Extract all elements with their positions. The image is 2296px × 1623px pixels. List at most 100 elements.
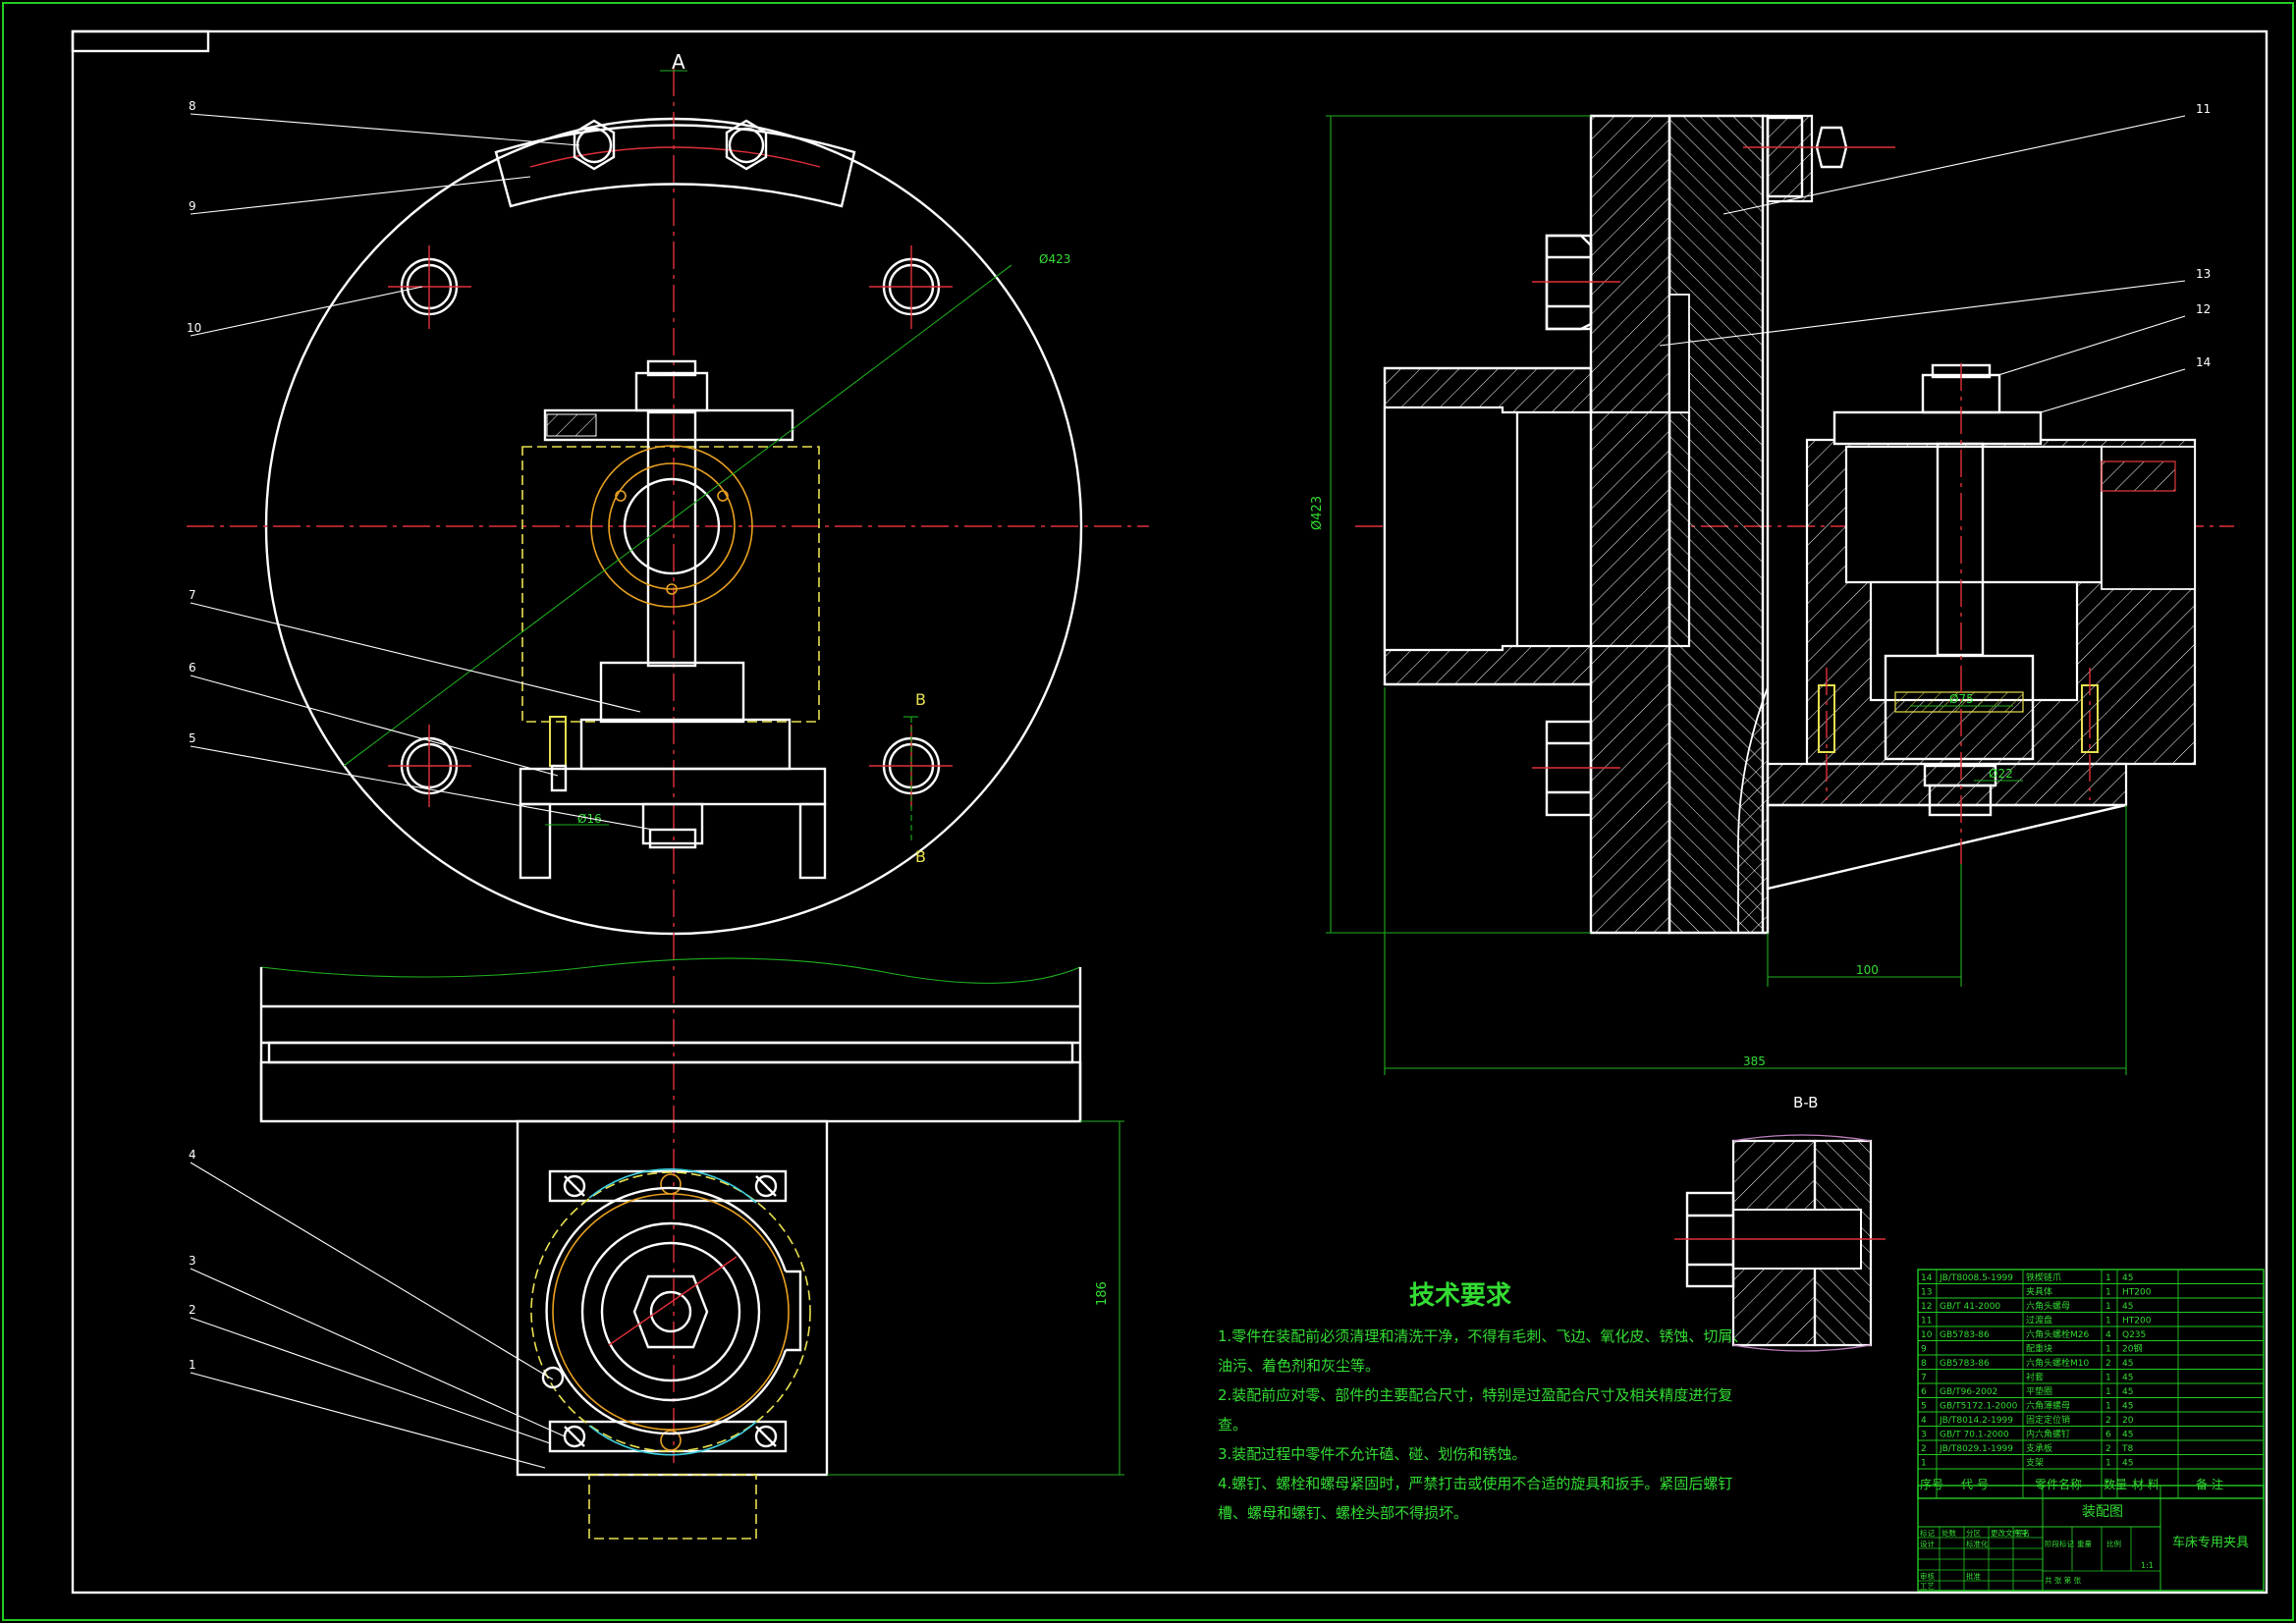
parts-cell: 固定定位销 bbox=[2026, 1414, 2070, 1426]
balloon-2: 2 bbox=[189, 1303, 196, 1317]
parts-cell: 8 bbox=[1921, 1359, 1927, 1369]
tech-line-5: 3.装配过程中零件不允许磕、碰、划伤和锈蚀。 bbox=[1218, 1445, 1526, 1463]
balloon-11: 11 bbox=[2196, 102, 2211, 116]
parts-cell: 4 bbox=[2105, 1330, 2111, 1340]
parts-cell: 2 bbox=[2105, 1416, 2111, 1426]
parts-cell: 夹具体 bbox=[2026, 1286, 2052, 1298]
dim-385: 385 bbox=[1743, 1055, 1766, 1068]
parts-cell: GB/T96-2002 bbox=[1940, 1387, 1997, 1397]
parts-table-frame bbox=[1917, 1269, 2265, 1499]
balloon-10: 10 bbox=[187, 321, 201, 335]
title-label: 签名 bbox=[2015, 1528, 2030, 1538]
tech-requirements: 技术要求 1.零件在装配前必须清理和清洗干净，不得有毛刺、飞边、氧化皮、锈蚀、切… bbox=[1218, 1281, 1747, 1522]
parts-cell: GB/T5172.1-2000 bbox=[1940, 1402, 2018, 1412]
parts-cell: 1 bbox=[2105, 1273, 2111, 1283]
parts-cell: JB/T8008.5-1999 bbox=[1939, 1273, 2013, 1283]
parts-cell: 4 bbox=[1921, 1416, 1927, 1426]
dim-phi22: Ø22 bbox=[1989, 767, 2013, 781]
tech-line-4: 查。 bbox=[1218, 1416, 1247, 1434]
title-label: 处数 bbox=[1941, 1528, 1957, 1538]
section-mark-b-top: B bbox=[915, 690, 926, 709]
parts-cell: 20钢 bbox=[2122, 1343, 2142, 1355]
balloon-1: 1 bbox=[189, 1358, 196, 1372]
parts-cell: 1 bbox=[2105, 1302, 2111, 1312]
section-mark-a: A bbox=[672, 50, 685, 74]
parts-cell: 45 bbox=[2122, 1459, 2133, 1469]
counterweight-bolt bbox=[573, 119, 768, 171]
parts-cell: 六角头螺栓M26 bbox=[2026, 1328, 2089, 1340]
title-label: 阶段标记 bbox=[2045, 1539, 2074, 1548]
front-view: Ø423 Ø16 A B B bbox=[187, 50, 1149, 1463]
parts-cell: 45 bbox=[2122, 1387, 2133, 1397]
scale: 1:1 bbox=[2141, 1561, 2154, 1570]
parts-cell: 10 bbox=[1921, 1330, 1933, 1340]
title-label: 分区 bbox=[1966, 1529, 1982, 1538]
section-bb: B-B bbox=[1674, 1094, 1886, 1352]
parts-cell: 1 bbox=[2105, 1459, 2111, 1469]
balloon-7: 7 bbox=[189, 588, 196, 602]
parts-cell: 20 bbox=[2122, 1416, 2134, 1426]
parts-cell: 45 bbox=[2122, 1302, 2133, 1312]
parts-cell: 铁楔链爪 bbox=[2026, 1271, 2061, 1283]
parts-cell: 45 bbox=[2122, 1431, 2133, 1440]
section-mark-b-bottom: B bbox=[915, 847, 926, 866]
parts-cell: 支承板 bbox=[2026, 1442, 2052, 1454]
dim-100: 100 bbox=[1856, 963, 1879, 977]
title-label: 更改文件号 bbox=[1991, 1528, 2028, 1538]
tech-line-6: 4.螺钉、螺栓和螺母紧固时，严禁打击或使用不合适的旋具和扳手。紧固后螺钉 bbox=[1218, 1475, 1732, 1492]
parts-cell: 六角头螺母 bbox=[2026, 1300, 2070, 1312]
title-label: 共 张 第 张 bbox=[2045, 1575, 2082, 1585]
title-block: 装配图车床专用夹具1:1标记处数分区更改文件号签名设计标准化阶段标记重量比例审核… bbox=[1917, 1485, 2265, 1592]
parts-cell: T8 bbox=[2121, 1444, 2133, 1454]
title-label: 标记 bbox=[1920, 1528, 1936, 1538]
parts-cell: 过渡盘 bbox=[2026, 1315, 2052, 1326]
parts-cell: 6 bbox=[1921, 1387, 1927, 1397]
balloon-5: 5 bbox=[189, 731, 196, 745]
side-section-view: Ø423 Ø75 Ø22 100 385 11 13 12 14 bbox=[1310, 102, 2234, 1075]
parts-cell: GB5783-86 bbox=[1940, 1330, 1990, 1340]
section-mark-bb: B-B bbox=[1793, 1094, 1818, 1111]
parts-cell: 45 bbox=[2122, 1273, 2133, 1283]
tech-requirements-title: 技术要求 bbox=[1409, 1281, 1511, 1311]
parts-cell: 1 bbox=[2105, 1288, 2111, 1298]
dim-phi423-side: Ø423 bbox=[1310, 496, 1325, 530]
dim-phi16: Ø16 bbox=[577, 812, 602, 826]
parts-cell: 45 bbox=[2122, 1374, 2133, 1383]
parts-cell: GB/T 70.1-2000 bbox=[1940, 1431, 2009, 1440]
bed-view: 186 bbox=[259, 957, 1124, 1540]
parts-cell: 平垫圈 bbox=[2026, 1385, 2052, 1397]
parts-cell: 6 bbox=[2105, 1431, 2111, 1440]
balloon-14: 14 bbox=[2196, 355, 2211, 369]
parts-cell: JB/T8029.1-1999 bbox=[1939, 1444, 2013, 1454]
parts-cell: 14 bbox=[1921, 1273, 1933, 1283]
parts-cell: 13 bbox=[1921, 1288, 1932, 1298]
parts-cell: 2 bbox=[1921, 1444, 1927, 1454]
parts-cell: 7 bbox=[1921, 1374, 1927, 1383]
parts-cell: 11 bbox=[1921, 1317, 1932, 1326]
parts-cell: 六角薄螺母 bbox=[2026, 1400, 2070, 1412]
parts-cell: 45 bbox=[2122, 1402, 2133, 1412]
drawing-name: 装配图 bbox=[2082, 1504, 2123, 1520]
tech-line-2: 油污、着色剂和灰尘等。 bbox=[1218, 1357, 1380, 1375]
clamp-assembly bbox=[519, 359, 827, 880]
parts-cell: 1 bbox=[2105, 1317, 2111, 1326]
parts-cell: GB/T 41-2000 bbox=[1940, 1302, 2000, 1312]
parts-cell: 1 bbox=[2105, 1345, 2111, 1355]
parts-cell: 9 bbox=[1921, 1345, 1927, 1355]
parts-cell: GB5783-86 bbox=[1940, 1359, 1990, 1369]
tech-line-7: 槽、螺母和螺钉、螺栓头部不得损坏。 bbox=[1218, 1504, 1468, 1522]
flange-bolt-side bbox=[1532, 234, 1620, 817]
tech-line-1: 1.零件在装配前必须清理和清洗干净，不得有毛刺、飞边、氧化皮、锈蚀、切屑、 bbox=[1218, 1327, 1747, 1345]
parts-header-cell: 材 料 bbox=[2132, 1478, 2159, 1491]
parts-cell: 支架 bbox=[2026, 1457, 2044, 1469]
title-block-frame bbox=[1917, 1485, 2265, 1592]
title-label: 比例 bbox=[2106, 1539, 2121, 1548]
parts-cell: 3 bbox=[1921, 1431, 1927, 1440]
balloon-13: 13 bbox=[2196, 267, 2211, 281]
parts-cell: 1 bbox=[2105, 1374, 2111, 1383]
balloon-9: 9 bbox=[189, 199, 196, 213]
balloon-3: 3 bbox=[189, 1254, 196, 1268]
